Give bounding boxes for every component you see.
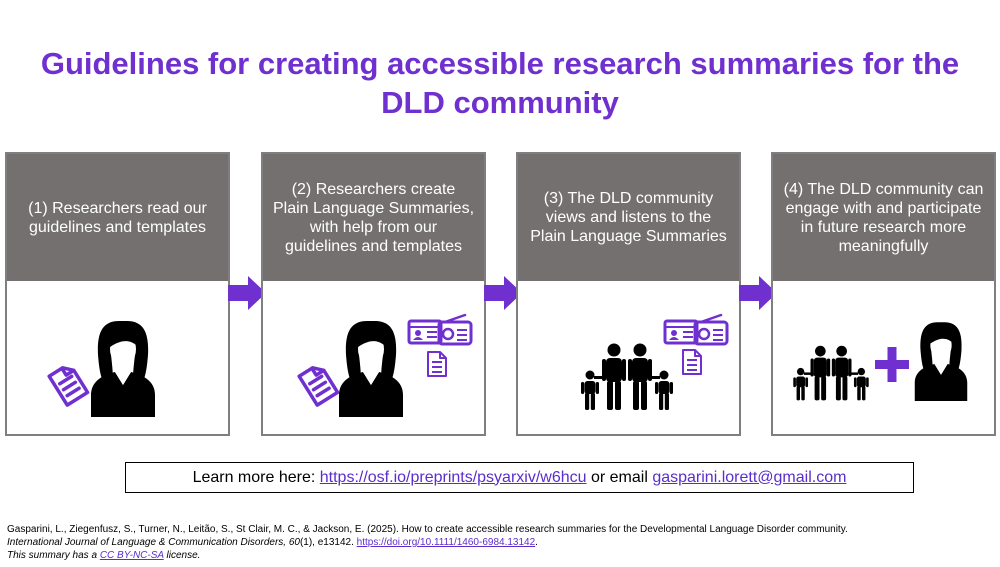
page-title: Guidelines for creating accessible resea…	[40, 46, 960, 120]
step-2-box: (2) Researchers create Plain Language Su…	[261, 152, 486, 436]
step-3-text: (3) The DLD community views and listens …	[518, 154, 739, 281]
step-1-text: (1) Researchers read our guidelines and …	[7, 154, 228, 281]
learn-more-box: Learn more here: https://osf.io/preprint…	[125, 462, 914, 493]
researcher-icon	[91, 321, 155, 417]
plus-icon	[875, 347, 909, 382]
step-1-box: (1) Researchers read our guidelines and …	[5, 152, 230, 436]
video-card-icon	[407, 319, 443, 345]
researcher-icon	[339, 321, 403, 417]
learn-more-prefix: Learn more here:	[192, 468, 320, 486]
license-link[interactable]: CC BY-NC-SA	[99, 550, 164, 561]
citation-doi-end: .	[535, 537, 538, 548]
radio-icon	[437, 313, 473, 346]
citation-line-2: International Journal of Language & Comm…	[7, 536, 997, 549]
summary-document-icon	[682, 349, 702, 375]
step-2-text: (2) Researchers create Plain Language Su…	[263, 154, 484, 281]
radio-icon	[693, 313, 729, 346]
license-line: This summary has a CC BY-NC-SA license.	[7, 549, 997, 562]
step-4-text: (4) The DLD community can engage with an…	[773, 154, 994, 281]
doi-link[interactable]: https://doi.org/10.1111/1460-6984.13142	[356, 537, 536, 548]
license-suffix: license.	[163, 550, 201, 561]
step-1-illustration	[47, 321, 155, 417]
step-2-illustration	[297, 313, 473, 417]
learn-more-middle: or email	[586, 468, 653, 486]
document-icon	[47, 361, 90, 407]
citation-journal: International Journal of Language & Comm…	[7, 537, 300, 548]
citation-issue: (1), e13142.	[299, 537, 357, 548]
document-icon	[297, 361, 340, 407]
family-icon	[793, 346, 868, 401]
step-4-illustration	[773, 322, 968, 401]
citation-line-1: Gasparini, L., Ziegenfusz, S., Turner, N…	[7, 524, 848, 535]
researcher-icon	[914, 322, 968, 401]
step-3-box: (3) The DLD community views and listens …	[516, 152, 741, 436]
family-icon	[581, 344, 673, 411]
video-card-icon	[663, 319, 699, 345]
preprint-link[interactable]: https://osf.io/preprints/psyarxiv/w6hcu	[319, 468, 587, 486]
citation: Gasparini, L., Ziegenfusz, S., Turner, N…	[7, 523, 997, 562]
step-3-illustration	[518, 313, 729, 434]
email-link[interactable]: gasparini.lorett@gmail.com	[652, 468, 847, 486]
license-prefix: This summary has a	[7, 550, 100, 561]
step-4-box: (4) The DLD community can engage with an…	[771, 152, 996, 436]
summary-document-icon	[427, 351, 447, 377]
